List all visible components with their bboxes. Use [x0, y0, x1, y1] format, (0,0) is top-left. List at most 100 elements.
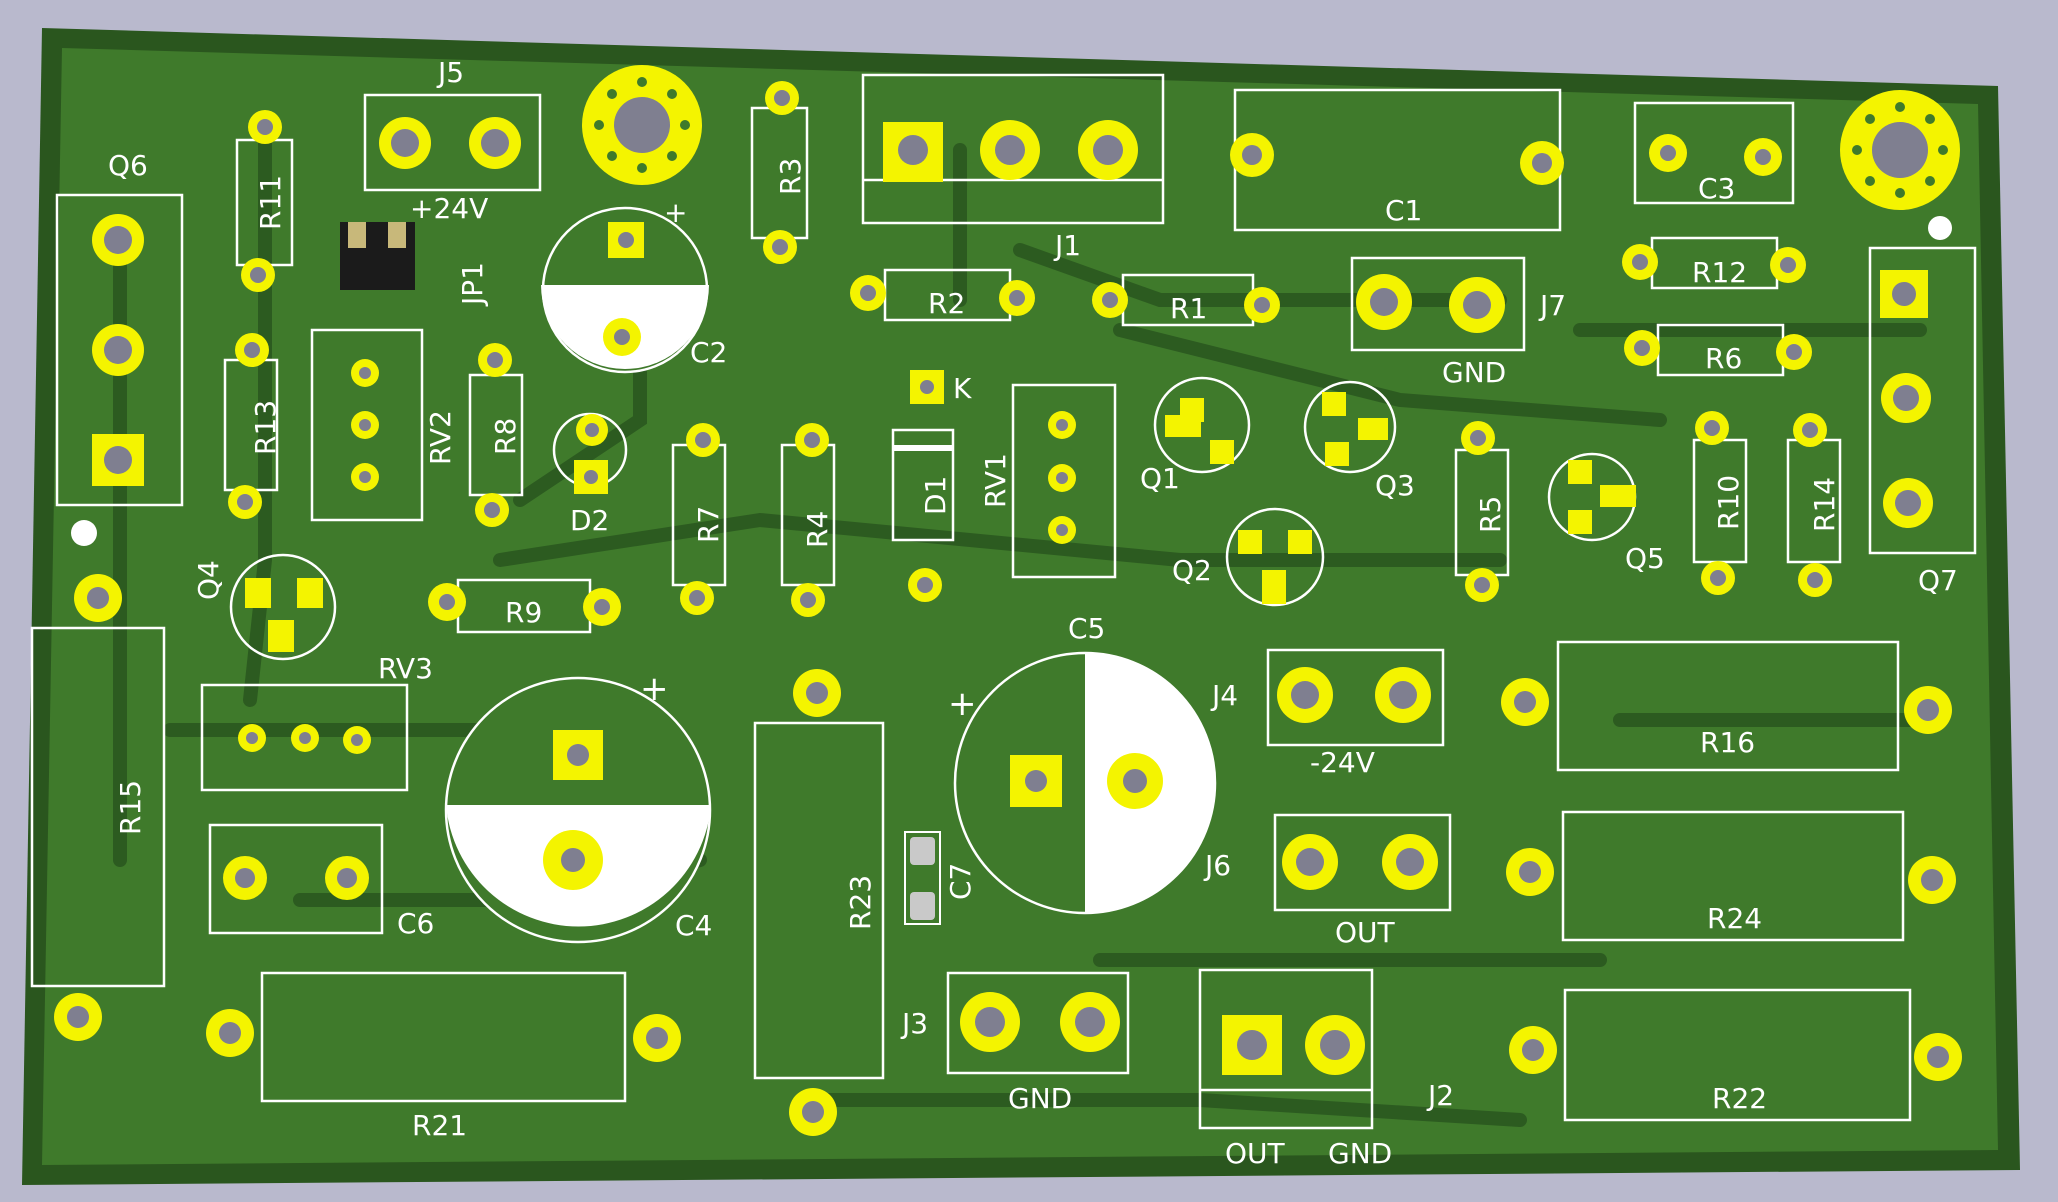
j4-net: -24V	[1310, 746, 1375, 779]
r11-ref: R11	[254, 175, 287, 230]
trimmer-rv1[interactable]: RV1	[979, 383, 1117, 579]
capacitor-c4[interactable]: + C4	[444, 669, 712, 944]
led-d2[interactable]: D2	[552, 412, 628, 537]
resistor-r24[interactable]: R24	[1506, 810, 1956, 942]
capacitor-c3[interactable]: C3	[1633, 101, 1795, 205]
connector-j3[interactable]: J3 GND	[900, 971, 1130, 1115]
jp1-ref: JP1	[456, 262, 489, 307]
c6-ref: C6	[397, 907, 434, 940]
diode-d1[interactable]: K D1	[891, 370, 972, 602]
resistor-r6[interactable]: R6	[1624, 323, 1812, 377]
jumper-jp1[interactable]: JP1	[340, 222, 489, 307]
c4-ref: C4	[675, 909, 712, 942]
connector-j5[interactable]: J5 +24V	[363, 56, 542, 225]
resistor-r4[interactable]: R4	[780, 423, 836, 617]
rv3-ref: RV3	[378, 652, 433, 685]
r22-ref: R22	[1712, 1082, 1767, 1115]
q1-ref: Q1	[1140, 462, 1180, 495]
transistor-q5[interactable]: Q5	[1547, 452, 1665, 575]
connector-j4[interactable]: J4 -24V	[1210, 648, 1445, 779]
transistor-q6[interactable]: Q6	[55, 149, 184, 507]
capacitor-c5[interactable]: C5 +	[948, 612, 1217, 915]
resistor-r11[interactable]: R11	[235, 110, 294, 292]
j3-ref: J3	[900, 1007, 928, 1040]
capacitor-c6[interactable]: C6	[208, 823, 434, 940]
connector-j2[interactable]: J2 OUT GND	[1198, 968, 1454, 1170]
resistor-r14[interactable]: R14	[1786, 413, 1842, 597]
resistor-r23[interactable]: R23	[753, 669, 885, 1136]
q4-ref: Q4	[192, 560, 225, 600]
rv2-ref: RV2	[424, 410, 457, 465]
r12-ref: R12	[1692, 256, 1747, 289]
connector-j6[interactable]: J6 OUT	[1203, 813, 1452, 949]
fiducial-right	[1928, 216, 1952, 240]
j1-ref: J1	[1053, 229, 1081, 262]
connector-j1[interactable]: J1	[861, 73, 1165, 262]
q2-ref: Q2	[1172, 554, 1212, 587]
resistor-r1[interactable]: R1	[1092, 273, 1280, 327]
capacitor-c1[interactable]: C1	[1230, 88, 1564, 232]
c2-plus: +	[664, 196, 687, 229]
resistor-r5[interactable]: R5	[1454, 421, 1510, 602]
d2-ref: D2	[570, 504, 609, 537]
transistor-q1[interactable]: Q1	[1140, 376, 1251, 495]
resistor-r13[interactable]: R13	[223, 333, 282, 519]
r14-ref: R14	[1808, 477, 1841, 532]
capacitor-c2[interactable]: + C2	[541, 196, 727, 374]
r13-ref: R13	[249, 400, 282, 455]
r1-ref: R1	[1170, 292, 1207, 325]
r3-ref: R3	[774, 158, 807, 195]
d1-cathode-label: K	[953, 372, 972, 405]
resistor-r10[interactable]: R10	[1692, 411, 1748, 595]
resistor-r21[interactable]: R21	[206, 971, 681, 1142]
r16-ref: R16	[1700, 726, 1755, 759]
resistor-r8[interactable]: R8	[468, 343, 524, 527]
r15-ref: R15	[114, 780, 147, 835]
resistor-r7[interactable]: R7	[671, 423, 727, 615]
c5-ref: C5	[1068, 612, 1105, 645]
r23-ref: R23	[844, 875, 877, 930]
r6-ref: R6	[1705, 342, 1742, 375]
capacitor-c7[interactable]: C7	[904, 831, 977, 925]
resistor-r3[interactable]: R3	[750, 81, 809, 264]
c1-ref: C1	[1385, 194, 1422, 227]
trimmer-rv2[interactable]: RV2	[310, 328, 457, 522]
j2-ref: J2	[1426, 1079, 1454, 1112]
trimmer-rv3[interactable]: RV3	[200, 652, 433, 792]
q6-ref: Q6	[108, 149, 148, 182]
transistor-q7[interactable]: Q7	[1868, 246, 1977, 597]
mounting-hole-right	[1840, 90, 1960, 210]
resistor-r2[interactable]: R2	[850, 268, 1035, 322]
resistor-r16[interactable]: R16	[1501, 640, 1952, 772]
j4-ref: J4	[1210, 679, 1238, 712]
transistor-q4[interactable]: Q4	[192, 553, 337, 661]
r2-ref: R2	[928, 287, 965, 320]
resistor-r12[interactable]: R12	[1622, 236, 1806, 290]
r7-ref: R7	[692, 506, 725, 543]
q3-ref: Q3	[1375, 469, 1415, 502]
j3-net: GND	[1008, 1082, 1072, 1115]
j5-net: +24V	[410, 192, 488, 225]
c7-ref: C7	[944, 863, 977, 900]
c4-plus: +	[640, 669, 669, 709]
resistor-r22[interactable]: R22	[1509, 988, 1962, 1122]
transistor-q3[interactable]: Q3	[1303, 380, 1415, 502]
j6-ref: J6	[1203, 849, 1231, 882]
q5-ref: Q5	[1625, 542, 1665, 575]
resistor-r15[interactable]: R15	[30, 574, 166, 1041]
rv1-ref: RV1	[979, 453, 1012, 508]
j7-net: GND	[1442, 356, 1506, 389]
r5-ref: R5	[1474, 496, 1507, 533]
transistor-q2[interactable]: Q2	[1172, 507, 1325, 607]
j6-net: OUT	[1335, 916, 1396, 949]
r24-ref: R24	[1707, 902, 1762, 935]
c2-ref: C2	[690, 336, 727, 369]
connector-j7[interactable]: J7 GND	[1350, 256, 1566, 389]
j7-ref: J7	[1538, 289, 1566, 322]
resistor-r9[interactable]: R9	[428, 578, 621, 634]
c5-plus: +	[948, 684, 977, 724]
r8-ref: R8	[489, 418, 522, 455]
r21-ref: R21	[412, 1109, 467, 1142]
